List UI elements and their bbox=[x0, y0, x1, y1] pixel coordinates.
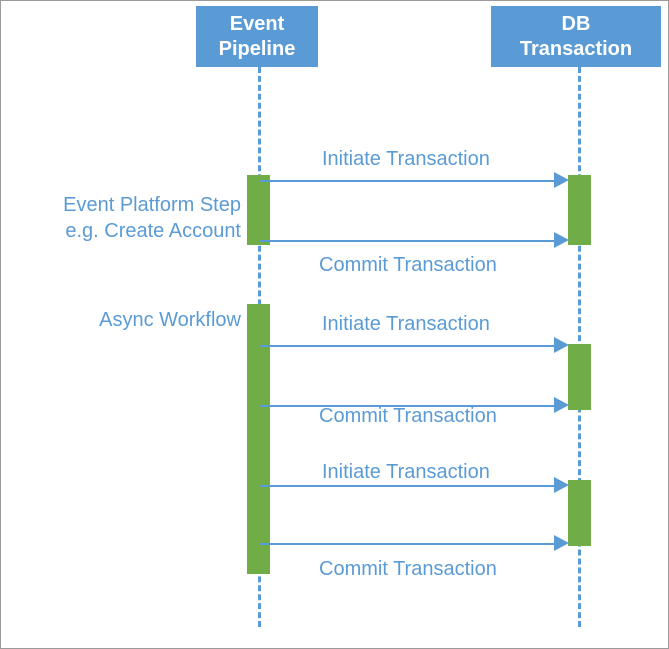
participant-event-pipeline-label-line2: Pipeline bbox=[218, 37, 296, 60]
message-arrow-head-2 bbox=[554, 232, 569, 248]
message-label-5: Initiate Transaction bbox=[322, 461, 490, 483]
message-arrow-line-6 bbox=[259, 543, 559, 545]
message-arrow-line-1 bbox=[259, 180, 559, 182]
message-arrow-head-3 bbox=[554, 337, 569, 353]
annotation-event-platform-step-line2: e.g. Create Account bbox=[65, 220, 241, 242]
message-arrow-head-1 bbox=[554, 172, 569, 188]
message-arrow-head-6 bbox=[554, 535, 569, 551]
activation-bar-db-transaction-2 bbox=[568, 344, 591, 410]
annotation-event-platform-step: Event Platform Step e.g. Create Account bbox=[23, 192, 241, 244]
message-arrow-line-3 bbox=[259, 345, 559, 347]
activation-bar-event-pipeline-1 bbox=[247, 175, 270, 245]
participant-db-transaction[interactable]: DB Transaction bbox=[491, 6, 661, 67]
message-arrow-line-2 bbox=[259, 240, 559, 242]
message-arrow-line-4 bbox=[259, 405, 559, 407]
participant-db-transaction-label-line2: Transaction bbox=[519, 37, 633, 60]
participant-event-pipeline-label-line1: Event bbox=[229, 12, 285, 35]
annotation-async-workflow-line1: Async Workflow bbox=[99, 309, 241, 331]
message-arrow-head-4 bbox=[554, 397, 569, 413]
message-label-2: Commit Transaction bbox=[319, 254, 497, 276]
activation-bar-db-transaction-1 bbox=[568, 175, 591, 245]
participant-db-transaction-label-line1: DB bbox=[561, 12, 591, 35]
annotation-event-platform-step-line1: Event Platform Step bbox=[63, 194, 241, 216]
activation-bar-event-pipeline-2 bbox=[247, 304, 270, 574]
participant-event-pipeline[interactable]: Event Pipeline bbox=[196, 6, 318, 67]
message-label-1: Initiate Transaction bbox=[322, 148, 490, 170]
message-arrow-line-5 bbox=[259, 485, 559, 487]
message-arrow-head-5 bbox=[554, 477, 569, 493]
annotation-async-workflow: Async Workflow bbox=[23, 307, 241, 333]
activation-bar-db-transaction-3 bbox=[568, 480, 591, 546]
message-label-4: Commit Transaction bbox=[319, 405, 497, 427]
message-label-3: Initiate Transaction bbox=[322, 313, 490, 335]
message-label-6: Commit Transaction bbox=[319, 558, 497, 580]
